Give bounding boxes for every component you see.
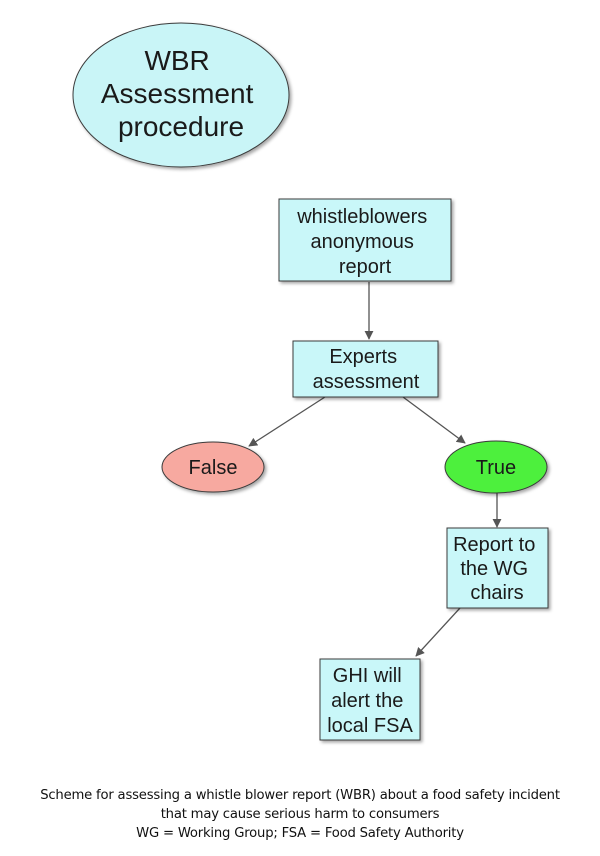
wg-line-2: the WG — [460, 558, 528, 580]
node-false: False — [161, 441, 265, 493]
svg-text:whistleblowers anonymous: whistleblowers anonymous report — [296, 206, 433, 278]
figure-caption: Scheme for assessing a whistle blower re… — [0, 786, 600, 843]
node-experts-assessment: Experts assessment — [292, 340, 439, 398]
node-whistleblowers-report: whistleblowers anonymous report — [278, 198, 452, 282]
report-line-3: report — [339, 256, 392, 278]
svg-text:False: False — [189, 457, 238, 479]
caption-line-1: Scheme for assessing a whistle blower re… — [40, 788, 560, 803]
wg-line-3: chairs — [470, 582, 523, 604]
svg-text:Experts assessment: Experts assessment — [313, 346, 420, 393]
svg-text:Report to the WG c: Report to the WG chairs — [453, 534, 541, 604]
title-line-3: procedure — [118, 111, 244, 142]
node-true: True — [444, 440, 548, 494]
edges-group — [248, 282, 502, 657]
ghi-line-2: alert the — [331, 690, 403, 712]
node-report-wg-chairs: Report to the WG chairs — [446, 527, 549, 609]
edge-experts-to-false — [248, 396, 326, 447]
caption-line-3: WG = Working Group; FSA = Food Safety Au… — [136, 826, 464, 841]
caption-line-2: that may cause serious harm to consumers — [160, 807, 440, 822]
svg-text:True: True — [476, 457, 516, 479]
false-label: False — [189, 457, 238, 479]
title-node: WBR Assessment procedure — [72, 22, 290, 168]
report-line-2: anonymous — [311, 231, 414, 253]
edge-wg-to-ghi — [415, 607, 461, 657]
svg-text:GHI will alert the: GHI will alert the local FSA — [327, 665, 413, 737]
flow-diagram: WBR Assessment procedure whistleblowers … — [72, 22, 549, 741]
title-line-2: Assessment — [101, 78, 254, 109]
node-ghi-alert: GHI will alert the local FSA — [319, 658, 421, 741]
experts-line-2: assessment — [313, 371, 420, 393]
edge-experts-to-true — [402, 396, 466, 444]
experts-line-1: Experts — [329, 346, 397, 368]
report-line-1: whistleblowers — [296, 206, 427, 228]
title-line-1: WBR — [144, 45, 209, 76]
true-label: True — [476, 457, 516, 479]
title-ellipse — [72, 22, 290, 168]
ghi-line-1: GHI will — [333, 665, 402, 687]
wg-line-1: Report to — [453, 534, 535, 556]
svg-text:WBR Assessment pro: WBR Assessment procedure — [101, 45, 261, 142]
ghi-line-3: local FSA — [327, 715, 413, 737]
